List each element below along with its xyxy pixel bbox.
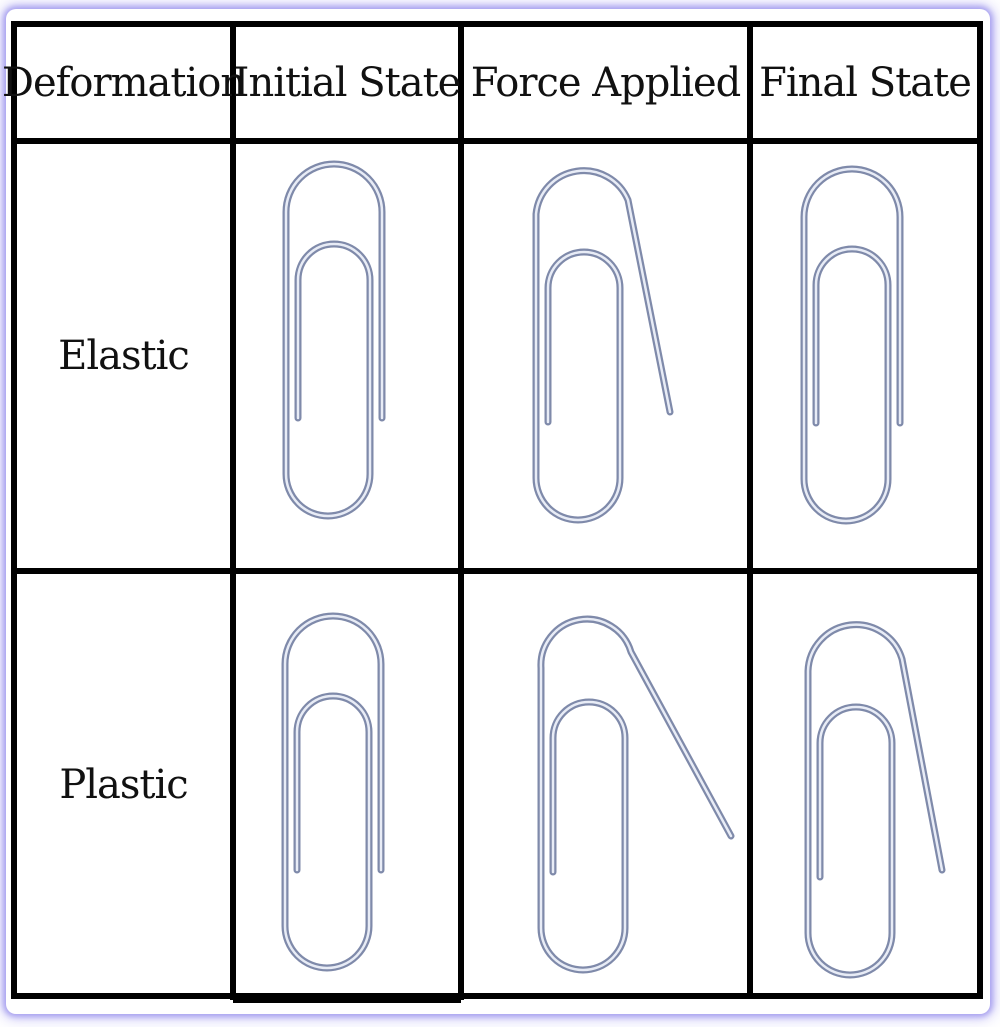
paperclip-bent-slight-icon (532, 167, 674, 524)
paperclip-bent-permanent-icon (804, 621, 946, 979)
header-initial-state: Initial State (233, 59, 462, 106)
header-force-applied: Force Applied (470, 59, 742, 106)
header-deformation: Deformation (1, 59, 246, 106)
paperclip-normal-icon (800, 165, 904, 525)
header-final-state: Final State (759, 59, 972, 106)
paperclip-normal-icon (281, 612, 385, 972)
row-label-elastic: Elastic (58, 333, 190, 379)
paperclip-normal-icon (282, 160, 386, 520)
paperclip-bent-wide-icon (537, 615, 735, 974)
row-label-plastic: Plastic (59, 762, 188, 808)
